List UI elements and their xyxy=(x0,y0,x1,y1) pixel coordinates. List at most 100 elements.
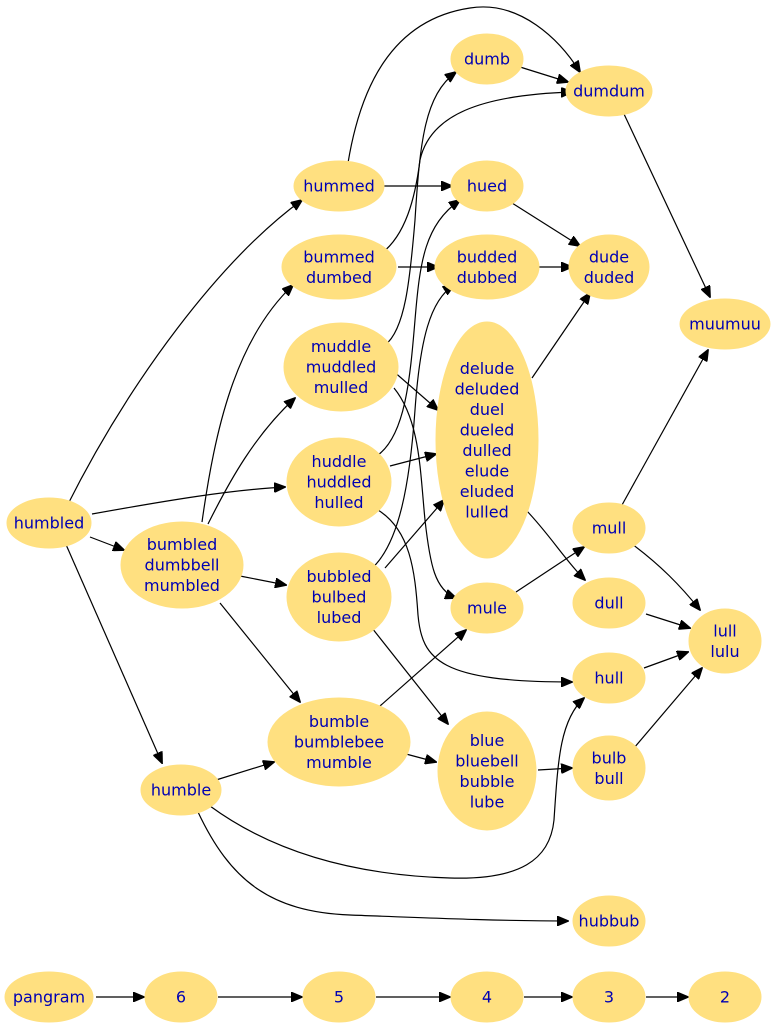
edge-hummed-dumdum xyxy=(347,6,580,164)
node-label-n4: 4 xyxy=(482,988,492,1007)
edge-blue-bulb xyxy=(537,768,572,770)
edge-humble-bumble xyxy=(215,762,274,781)
node-shape-delude xyxy=(435,321,539,559)
edge-bummed-dumdum xyxy=(381,92,572,254)
node-n4: 4 xyxy=(450,971,524,1023)
node-label-muumuu: muumuu xyxy=(689,315,761,334)
node-shape-n6 xyxy=(144,971,218,1023)
node-shape-bubbled xyxy=(286,552,392,642)
edge-humble-hubbub xyxy=(197,811,568,921)
node-shape-hummed xyxy=(293,160,385,212)
node-shape-bulb xyxy=(572,735,646,801)
node-label-huddle: huddle xyxy=(312,452,367,471)
node-label-bubbled: bulbed xyxy=(312,588,367,607)
nodes-layer: humbledbumbleddumbbellmumbledhummedbumme… xyxy=(4,33,771,1023)
node-label-lull: lull xyxy=(713,621,736,640)
node-label-muddle: muddle xyxy=(311,337,371,356)
node-label-hubbub: hubbub xyxy=(579,912,640,931)
node-label-mule: mule xyxy=(467,599,507,618)
node-pangram: pangram xyxy=(4,971,94,1023)
node-label-bumbled: mumbled xyxy=(144,576,220,595)
edge-bubbled-budded xyxy=(369,285,454,571)
node-label-n2: 2 xyxy=(720,988,730,1007)
edge-delude-dull xyxy=(525,509,585,580)
node-label-delude: lulled xyxy=(465,502,508,521)
node-label-delude: delude xyxy=(460,359,515,378)
node-label-bumble: mumble xyxy=(306,753,372,772)
node-label-n3: 3 xyxy=(604,988,614,1007)
node-label-bummed: bummed xyxy=(303,247,374,266)
edge-bumble-mule xyxy=(379,630,466,707)
node-n2: 2 xyxy=(688,971,762,1023)
node-shape-n2 xyxy=(688,971,762,1023)
node-shape-n3 xyxy=(572,971,646,1023)
edge-humbled-huddle xyxy=(91,487,285,515)
node-n3: 3 xyxy=(572,971,646,1023)
node-shape-mull xyxy=(572,502,646,554)
edge-bumbled-bubbled xyxy=(239,575,286,585)
node-label-n5: 5 xyxy=(334,988,344,1007)
node-label-muddle: mulled xyxy=(314,378,369,397)
node-label-delude: eluded xyxy=(460,482,515,501)
node-shape-muumuu xyxy=(679,298,771,350)
node-label-bumbled: bumbled xyxy=(147,535,217,554)
node-mull: mull xyxy=(572,502,646,554)
node-dull: dull xyxy=(572,577,646,629)
node-label-bumbled: dumbbell xyxy=(145,556,220,575)
node-hued: hued xyxy=(450,160,524,212)
edge-bumbled-muddle xyxy=(207,398,295,525)
edge-dumb-dumdum xyxy=(519,66,568,82)
node-shape-huddle xyxy=(286,437,392,527)
node-shape-budded xyxy=(434,234,540,300)
node-label-humble: humble xyxy=(151,781,211,800)
node-shape-blue xyxy=(437,711,537,831)
node-label-dude: dude xyxy=(589,247,629,266)
node-label-delude: dueled xyxy=(460,420,515,439)
node-label-pangram: pangram xyxy=(13,988,85,1007)
node-dumb: dumb xyxy=(450,33,524,85)
node-shape-pangram xyxy=(4,971,94,1023)
node-shape-dumdum xyxy=(565,65,653,117)
node-n6: 6 xyxy=(144,971,218,1023)
node-label-dude: duded xyxy=(584,268,634,287)
node-label-bummed: dumbed xyxy=(306,268,372,287)
edge-huddle-hull xyxy=(377,509,572,682)
node-hull: hull xyxy=(572,652,646,704)
node-shape-bumble xyxy=(267,697,411,787)
edge-bumbled-bummed xyxy=(201,285,293,523)
node-shape-humbled xyxy=(6,497,92,549)
node-label-n6: 6 xyxy=(176,988,186,1007)
node-shape-lull xyxy=(688,608,762,674)
edge-bulb-lull xyxy=(633,668,702,749)
node-label-blue: bubble xyxy=(460,772,515,791)
node-shape-mule xyxy=(450,582,524,634)
edge-mule-mull xyxy=(515,547,584,593)
node-mule: mule xyxy=(450,582,524,634)
edge-humbled-bumbled xyxy=(89,536,124,550)
node-label-bumble: bumblebee xyxy=(294,733,384,752)
node-label-blue: lube xyxy=(470,792,505,811)
node-bummed: bummed dumbed xyxy=(281,234,397,300)
node-label-delude: deluded xyxy=(455,379,520,398)
edges-layer xyxy=(63,6,710,997)
node-label-huddle: huddled xyxy=(306,473,371,492)
edge-muddle-delude xyxy=(391,369,438,410)
node-hubbub: hubbub xyxy=(572,895,646,947)
edge-hull-lull xyxy=(643,652,688,669)
node-shape-bummed xyxy=(281,234,397,300)
edge-delude-dude xyxy=(531,293,590,379)
edge-humbled-humble xyxy=(63,539,162,763)
node-shape-hued xyxy=(450,160,524,212)
node-label-humbled: humbled xyxy=(14,514,84,533)
node-label-bubbled: lubed xyxy=(317,608,362,627)
node-humble: humble xyxy=(140,764,222,816)
node-label-budded: dubbed xyxy=(457,268,518,287)
node-label-bulb: bulb xyxy=(592,748,627,767)
edge-muddle-mule xyxy=(393,387,456,598)
